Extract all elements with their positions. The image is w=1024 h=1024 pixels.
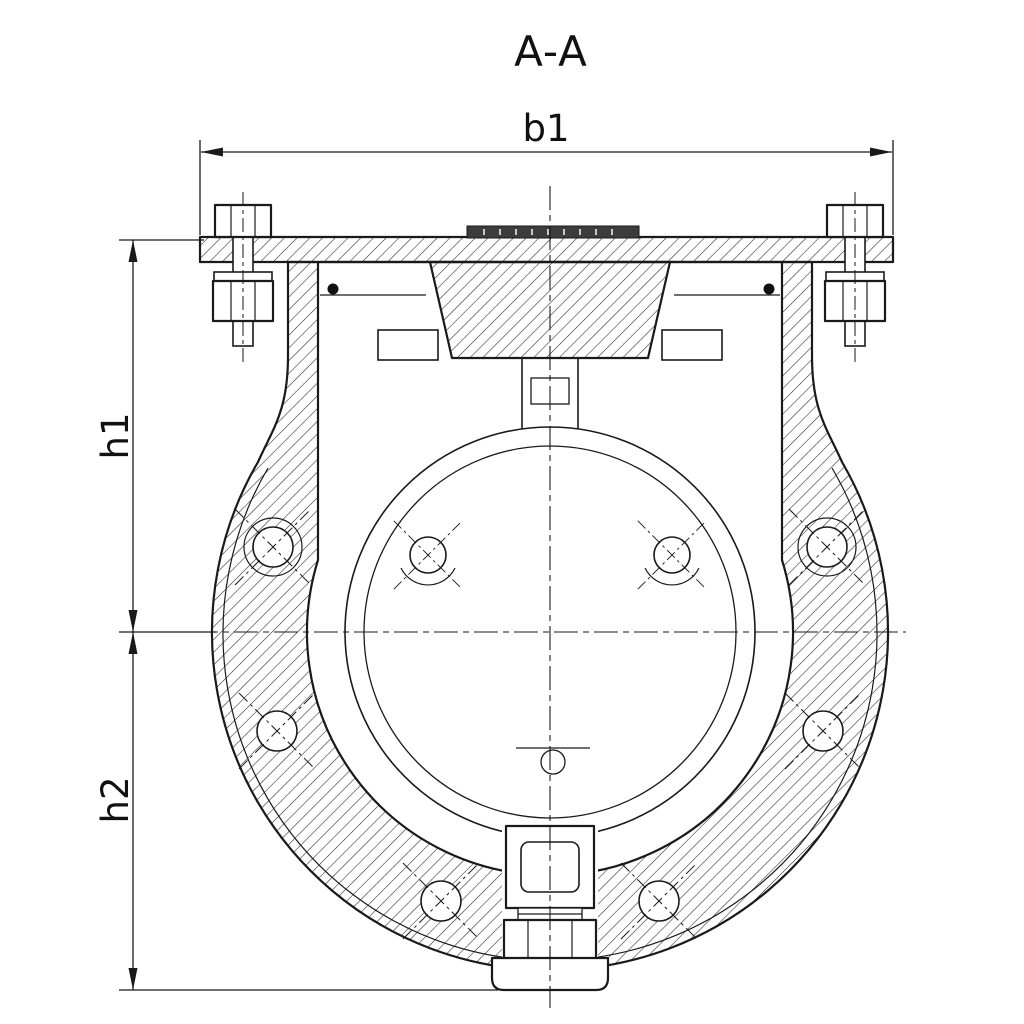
bolt-hole [620, 862, 698, 940]
left-bolt [211, 192, 275, 362]
section-title: A-A [514, 27, 588, 76]
arrowhead-left [201, 147, 223, 157]
dim-h1-label: h1 [94, 413, 137, 460]
arrowhead-down-mid [128, 610, 138, 632]
bolt-hole [402, 862, 480, 940]
hub-tab-right [661, 329, 723, 361]
dim-h2-label: h2 [94, 777, 137, 824]
bolt-hole [238, 692, 316, 770]
bolt-hole [234, 508, 312, 586]
arrowhead-down [128, 968, 138, 990]
arrowhead-up [128, 240, 138, 262]
flange-bolt-holes [234, 508, 866, 940]
bore-internal-details [393, 520, 707, 775]
arrowhead-up-mid [128, 632, 138, 654]
bolt-hole [784, 692, 862, 770]
arrowhead-right [870, 147, 892, 157]
dimension-h1-h2: h1 h2 [94, 239, 498, 991]
dimension-b1: b1 [199, 107, 894, 235]
plug-cap [490, 956, 610, 992]
dim-b1-label: b1 [522, 107, 569, 150]
inner-hole-small [540, 749, 566, 775]
hub-tab-left [377, 329, 439, 361]
bolt-hole [788, 508, 866, 586]
nameplate [466, 225, 640, 239]
cover-plate [198, 235, 895, 264]
o-ring-right [763, 283, 775, 295]
o-ring-left [327, 283, 339, 295]
right-bolt [823, 192, 887, 362]
